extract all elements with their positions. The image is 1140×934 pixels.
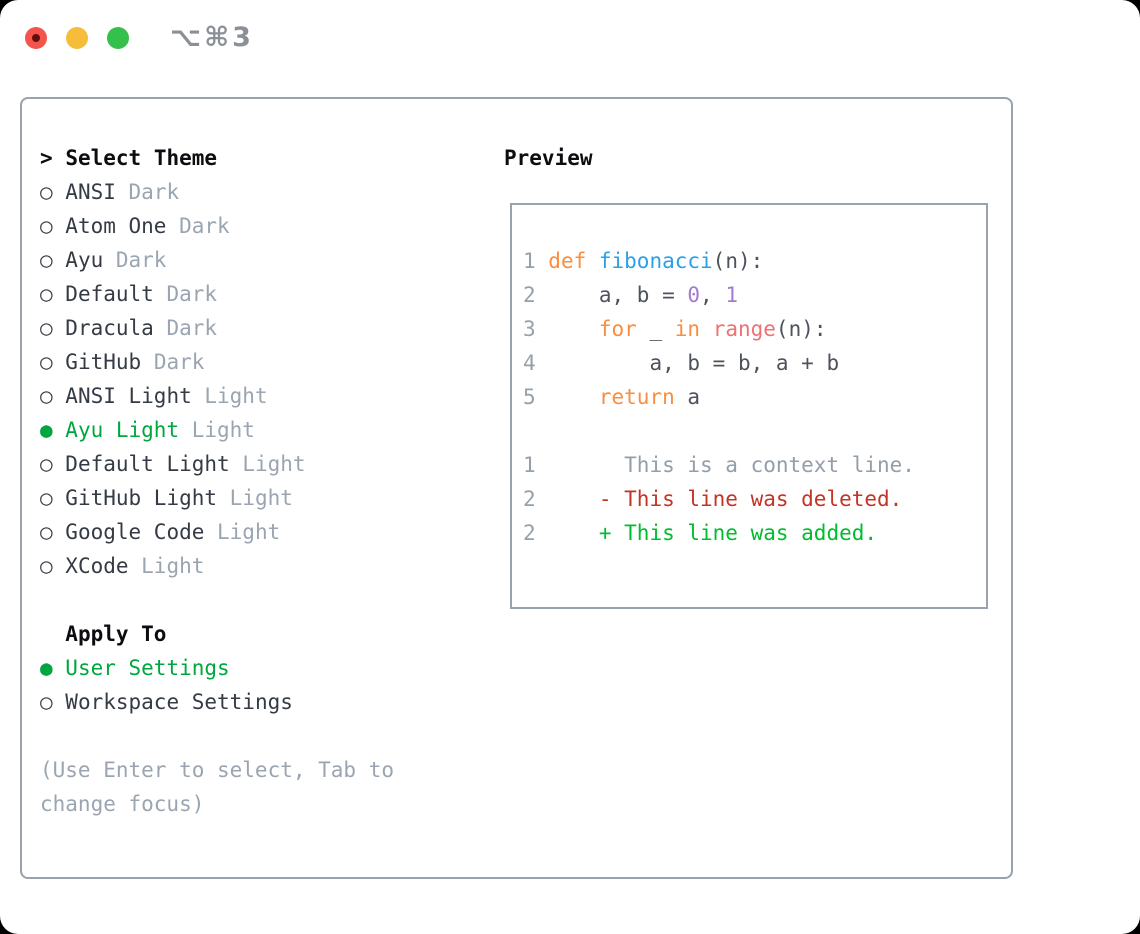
theme-variant-label: Dark xyxy=(103,248,167,272)
radio-selected-icon: ● xyxy=(40,418,53,442)
maximize-button[interactable] xyxy=(107,27,129,49)
theme-option-ayu[interactable]: ○ Ayu Dark xyxy=(40,243,394,277)
radio-unselected-icon: ○ xyxy=(40,248,53,272)
help-text-line: (Use Enter to select, Tab to xyxy=(40,758,395,782)
close-button-dot-icon xyxy=(32,34,40,42)
theme-name: GitHub xyxy=(52,350,142,374)
radio-unselected-icon: ○ xyxy=(40,384,53,408)
theme-option-ansi-light[interactable]: ○ ANSI Light Light xyxy=(40,379,394,413)
theme-variant-label: Dark xyxy=(153,316,218,340)
theme-option-default-light[interactable]: ○ Default Light Light xyxy=(40,447,394,481)
theme-variant-label: Light xyxy=(229,452,306,476)
theme-name: Google Code xyxy=(52,520,205,544)
apply-option-label: Workspace Settings xyxy=(52,690,293,714)
apply-to-options-list: ● User Settings○ Workspace Settings xyxy=(40,651,394,719)
theme-name: Atom One xyxy=(52,214,167,238)
theme-option-xcode[interactable]: ○ XCode Light xyxy=(40,549,394,583)
theme-option-ayu-light[interactable]: ● Ayu Light Light xyxy=(40,413,394,447)
theme-variant-label: Dark xyxy=(153,282,218,306)
theme-selector-column: > Select Theme ○ ANSI Dark○ Atom One Dar… xyxy=(40,141,394,821)
code-line: 4 a, b = b, a + b xyxy=(523,351,840,375)
code-line: 2 + This line was added. xyxy=(523,521,878,545)
theme-variant-label: Dark xyxy=(115,180,180,204)
theme-name: Default Light xyxy=(52,452,230,476)
theme-variant-label: Light xyxy=(204,520,281,544)
radio-unselected-icon: ○ xyxy=(40,554,53,578)
close-button[interactable] xyxy=(25,27,47,49)
window-title: ⌥⌘3 xyxy=(170,22,254,53)
radio-unselected-icon: ○ xyxy=(40,316,53,340)
code-line: 2 a, b = 0, 1 xyxy=(523,283,738,307)
code-line: 1 This is a context line. xyxy=(523,453,915,477)
theme-variant-label: Light xyxy=(217,486,293,510)
theme-variant-label: Dark xyxy=(166,214,230,238)
theme-option-atom-one[interactable]: ○ Atom One Dark xyxy=(40,209,394,243)
theme-variant-label: Light xyxy=(128,554,205,578)
preview-title: Preview xyxy=(504,146,593,170)
apply-to-title: Apply To xyxy=(65,622,167,646)
theme-name: GitHub Light xyxy=(52,486,218,510)
apply-option-label: User Settings xyxy=(52,656,230,680)
minimize-button[interactable] xyxy=(66,27,88,49)
theme-variant-label: Light xyxy=(179,418,255,442)
theme-option-github-light[interactable]: ○ GitHub Light Light xyxy=(40,481,394,515)
theme-variant-label: Light xyxy=(191,384,268,408)
theme-name: Ayu Light xyxy=(52,418,180,442)
code-line: 2 - This line was deleted. xyxy=(523,487,903,511)
radio-unselected-icon: ○ xyxy=(40,486,53,510)
theme-list-header: > Select Theme xyxy=(40,141,394,175)
code-line: 5 return a xyxy=(523,385,701,409)
theme-option-default[interactable]: ○ Default Dark xyxy=(40,277,394,311)
radio-unselected-icon: ○ xyxy=(40,690,53,714)
theme-name: ANSI xyxy=(52,180,116,204)
code-line: 3 for _ in range(n): xyxy=(523,317,827,341)
theme-name: Default xyxy=(52,282,154,306)
radio-unselected-icon: ○ xyxy=(40,214,53,238)
help-text: (Use Enter to select, Tab to change focus… xyxy=(40,753,394,821)
preview-box: 1 def fibonacci(n): 2 a, b = 0, 1 3 for _ … xyxy=(510,203,988,609)
spacer xyxy=(40,583,394,617)
code-line xyxy=(523,414,915,448)
theme-name: ANSI Light xyxy=(52,384,192,408)
theme-option-dracula[interactable]: ○ Dracula Dark xyxy=(40,311,394,345)
code-line: 1 def fibonacci(n): xyxy=(523,249,764,273)
theme-variant-label: Dark xyxy=(141,350,205,374)
radio-unselected-icon: ○ xyxy=(40,282,53,306)
theme-options-list: ○ ANSI Dark○ Atom One Dark○ Ayu Dark○ De… xyxy=(40,175,394,583)
theme-option-ansi[interactable]: ○ ANSI Dark xyxy=(40,175,394,209)
theme-name: Dracula xyxy=(52,316,154,340)
apply-option-workspace-settings[interactable]: ○ Workspace Settings xyxy=(40,685,394,719)
theme-list-title: Select Theme xyxy=(65,146,218,170)
radio-selected-icon: ● xyxy=(40,656,53,680)
apply-to-header: Apply To xyxy=(40,617,394,651)
focus-cursor-icon: > xyxy=(40,146,53,170)
spacer xyxy=(40,719,394,753)
theme-name: Ayu xyxy=(52,248,104,272)
code-preview: 1 def fibonacci(n): 2 a, b = 0, 1 3 for _ … xyxy=(523,244,915,550)
radio-unselected-icon: ○ xyxy=(40,180,53,204)
window-titlebar: ⌥⌘3 xyxy=(0,0,1140,76)
radio-unselected-icon: ○ xyxy=(40,350,53,374)
theme-name: XCode xyxy=(52,554,129,578)
main-panel: > Select Theme ○ ANSI Dark○ Atom One Dar… xyxy=(20,97,1013,879)
help-text-line: change focus) xyxy=(40,792,205,816)
theme-option-github[interactable]: ○ GitHub Dark xyxy=(40,345,394,379)
preview-header: Preview xyxy=(504,141,593,175)
radio-unselected-icon: ○ xyxy=(40,520,53,544)
theme-option-google-code[interactable]: ○ Google Code Light xyxy=(40,515,394,549)
radio-unselected-icon: ○ xyxy=(40,452,53,476)
apply-option-user-settings[interactable]: ● User Settings xyxy=(40,651,394,685)
